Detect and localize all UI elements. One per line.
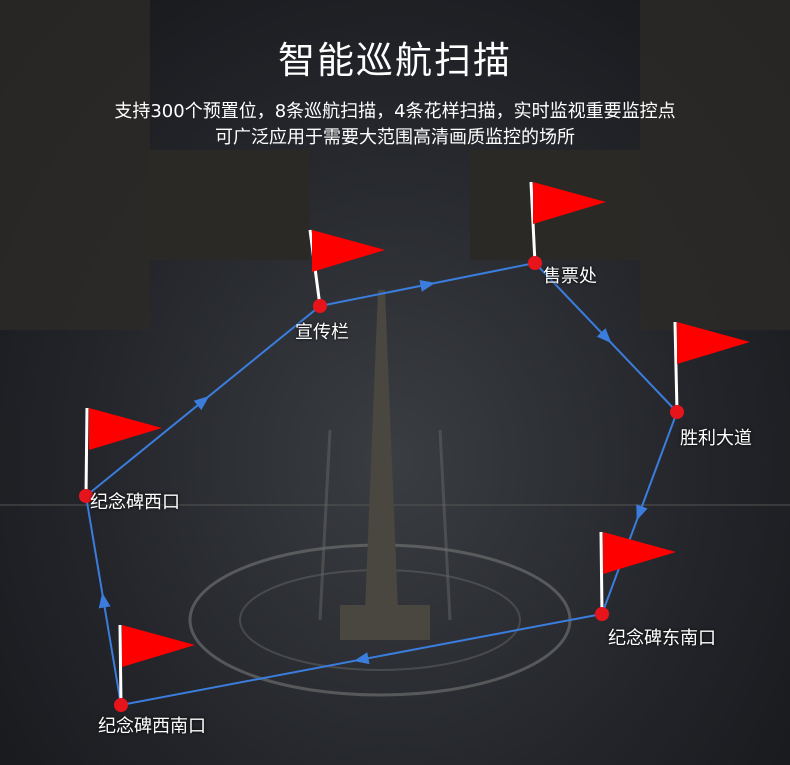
point-label: 纪念碑东南口 xyxy=(608,628,716,649)
page-title: 智能巡航扫描 xyxy=(278,39,512,82)
flag-icon xyxy=(312,230,385,272)
flag-icon xyxy=(603,532,676,574)
waypoint-dot xyxy=(670,405,684,419)
flag-pole xyxy=(118,624,123,706)
flag-pole xyxy=(673,321,679,413)
point-label: 纪念碑西南口 xyxy=(98,716,206,737)
flag-pole xyxy=(84,407,89,497)
flag-pole xyxy=(599,531,604,615)
arrow-icon xyxy=(636,504,648,521)
waypoint-dot xyxy=(528,256,542,270)
flag-icon xyxy=(122,625,195,667)
point-label: 胜利大道 xyxy=(680,428,752,449)
point-label: 售票处 xyxy=(543,266,597,287)
point-label: 纪念碑西口 xyxy=(90,492,180,513)
arrow-icon xyxy=(193,395,210,411)
subtitle-line-2: 可广泛应用于需要大范围高清画质监控的场所 xyxy=(215,127,575,148)
flag-icon xyxy=(89,408,162,450)
arrow-icon xyxy=(596,328,612,344)
arrow-icon xyxy=(419,279,436,292)
waypoint-dot xyxy=(313,299,327,313)
waypoint-dot xyxy=(114,698,128,712)
point-label: 宣传栏 xyxy=(295,322,349,343)
arrow-icon xyxy=(353,652,370,665)
flag-icon xyxy=(677,322,750,364)
subtitle-line-1: 支持300个预置位，8条巡航扫描，4条花样扫描，实时监视重要监控点 xyxy=(114,101,676,122)
arrow-icon xyxy=(98,592,111,609)
flag-icon xyxy=(533,182,606,224)
waypoint-dot xyxy=(595,607,609,621)
waypoint-dot xyxy=(79,489,93,503)
